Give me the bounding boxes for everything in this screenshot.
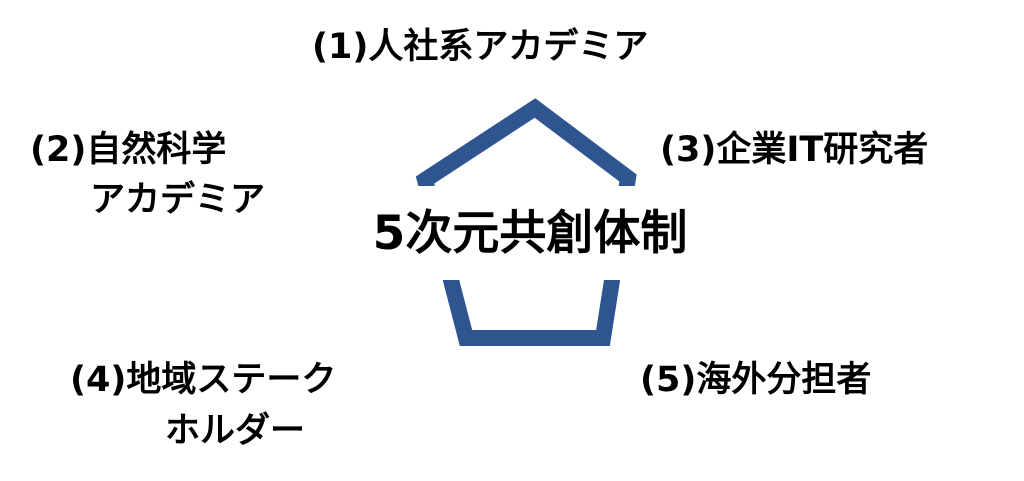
node-4-label-line1: (4)地域ステーク (70, 360, 337, 400)
center-label: 5次元共創体制 (372, 206, 688, 261)
node-4-label-line2: ホルダー (165, 411, 306, 451)
pentagon-outline (415, 98, 637, 346)
node-2-label-line1: (2)自然科学 (30, 130, 227, 170)
center-label-backdrop (380, 186, 680, 280)
node-3-label: (3)企業IT研究者 (660, 130, 929, 170)
node-5-label: (5)海外分担者 (640, 360, 872, 400)
node-2-label-line2: アカデミア (90, 180, 266, 220)
node-1-label: (1)人社系アカデミア (312, 27, 649, 67)
